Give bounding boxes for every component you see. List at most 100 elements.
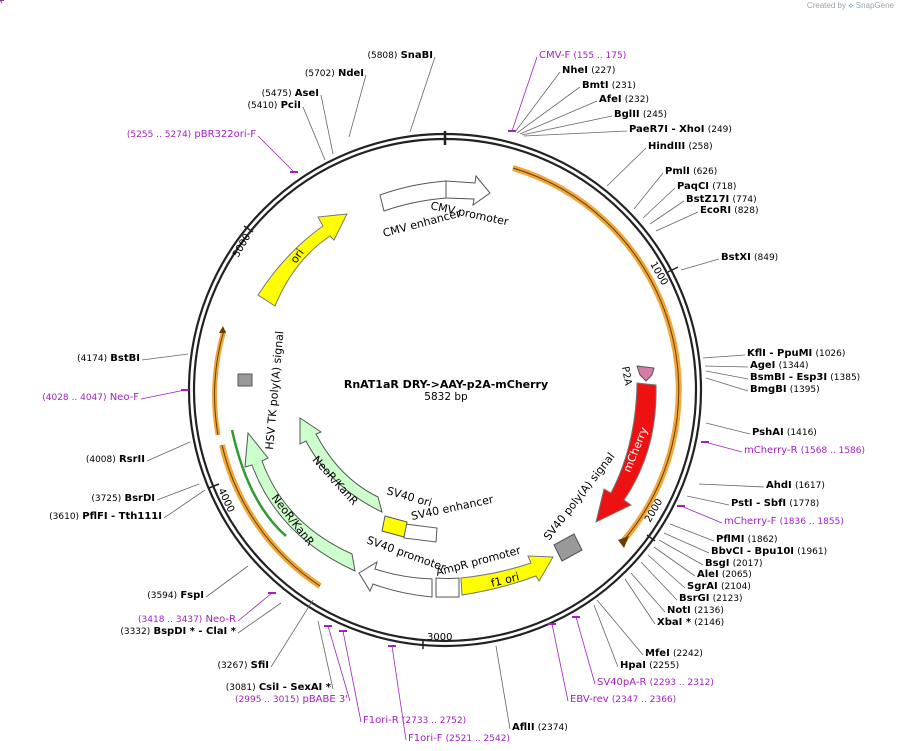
enzyme-bglii[interactable]: BglII (245) (614, 109, 667, 120)
credit-prefix: Created by (806, 1, 846, 10)
site-name: SV40pA-R (597, 677, 646, 688)
enzyme-mfei[interactable]: MfeI (2242) (645, 648, 703, 659)
site-name: SnaBI (401, 50, 433, 61)
site-position: (718) (712, 182, 736, 192)
enzyme-ecori[interactable]: EcoRI (828) (700, 205, 758, 216)
enzyme-ahdi[interactable]: AhdI (1617) (766, 480, 825, 491)
site-position: (828) (734, 206, 758, 216)
enzyme-pmli[interactable]: PmlI (626) (665, 166, 717, 177)
enzyme-bsrdi[interactable]: (3725) BsrDI (91, 493, 155, 504)
feature-neor-kanr-1[interactable]: NeoR/KanR (299, 417, 383, 513)
credit-brand: SnapGene (855, 1, 894, 10)
primer-ebv-rev[interactable]: EBV-rev (2347 .. 2366) (570, 694, 676, 705)
enzyme-sgrai[interactable]: SgrAI (2104) (687, 581, 751, 592)
feature-sv40-promoter[interactable]: SV40 promoter (358, 534, 448, 598)
site-name: BsrGI (679, 593, 709, 604)
leader-line (205, 565, 249, 598)
enzyme-fspi[interactable]: (3594) FspI (147, 590, 204, 601)
feature-ori[interactable]: ori (257, 213, 348, 307)
site-name: Neo-R (206, 614, 237, 625)
site-position: (1617) (795, 481, 825, 491)
enzyme-noti[interactable]: NotI (2136) (667, 605, 724, 616)
site-position: (2242) (673, 649, 703, 659)
feature-p2a[interactable]: P2A (619, 365, 655, 387)
enzyme-bmgbi[interactable]: BmgBI (1395) (750, 384, 820, 395)
site-name: AflII (512, 722, 535, 733)
primer-f1ori-f[interactable]: F1ori-F (2521 .. 2542) (408, 733, 510, 744)
enzyme-bstbi[interactable]: (4174) BstBI (77, 353, 140, 364)
enzyme-rsrii[interactable]: (4008) RsrII (86, 454, 145, 465)
primer-cmv-f[interactable]: CMV-F (155 .. 175) (539, 50, 626, 61)
site-position: (5808) (367, 51, 397, 61)
enzyme-paer7i-xhoi[interactable]: PaeR7I - XhoI (249) (629, 124, 732, 135)
enzyme-bsmbi-esp3i[interactable]: BsmBI - Esp3I (1385) (750, 372, 860, 383)
enzyme-nhei[interactable]: NheI (227) (562, 65, 615, 76)
enzyme-bsgi[interactable]: BsgI (2017) (705, 558, 763, 569)
feature-label-p2a: P2A (619, 366, 633, 387)
enzyme-hpai[interactable]: HpaI (2255) (620, 660, 679, 671)
enzyme-pcii[interactable]: (5410) PciI (247, 100, 301, 111)
primer-mcherry-r[interactable]: mCherry-R (1568 .. 1586) (744, 445, 865, 456)
site-position: (3332) (120, 627, 150, 637)
site-position: (3610) (49, 512, 79, 522)
site-name: SfiI (251, 660, 269, 671)
site-name: pBABE 3' (302, 694, 348, 705)
enzyme-asei[interactable]: (5475) AseI (262, 88, 319, 99)
primer-pbabe-3[interactable]: (2995 .. 3015) pBABE 3' (235, 694, 348, 705)
enzyme-pflmi[interactable]: PflMI (1862) (716, 534, 778, 545)
site-name: BsgI (705, 558, 729, 569)
enzyme-csii-sexai[interactable]: (3081) CsiI - SexAI * (226, 682, 332, 693)
leader-line (575, 616, 596, 685)
enzyme-alei[interactable]: AleI (2065) (697, 569, 752, 580)
enzyme-aflii[interactable]: AflII (2374) (512, 722, 568, 733)
leader-line (163, 489, 206, 519)
leader-line (511, 56, 538, 132)
leader-line (705, 377, 749, 392)
feature-hsv-tk-polya[interactable]: HSV TK poly(A) signal (237, 330, 286, 450)
enzyme-paqci[interactable]: PaqCI (718) (677, 181, 736, 192)
site-name: KflI - PpuMI (747, 348, 812, 359)
leader-line (237, 602, 282, 634)
site-position: (2995 .. 3015) (235, 695, 299, 705)
enzyme-pflfi-tth111i[interactable]: (3610) PflFI - Tth111I (49, 511, 162, 522)
primer-mcherry-f[interactable]: mCherry-F (1836 .. 1855) (724, 516, 844, 527)
enzyme-bstz17i[interactable]: BstZ17I (774) (686, 194, 757, 205)
primer-f1ori-r[interactable]: F1ori-R (2733 .. 2752) (363, 715, 466, 726)
site-position: (3418 .. 3437) (138, 615, 202, 625)
primer-neo-r[interactable]: (3418 .. 3437) Neo-R (138, 614, 236, 625)
primer-pbr322ori-f[interactable]: (5255 .. 5274) pBR322ori-F (127, 129, 256, 140)
enzyme-kfli-ppumi[interactable]: KflI - PpuMI (1026) (747, 348, 845, 359)
site-position: (2104) (721, 582, 751, 592)
tick-3000: 3000 (422, 632, 452, 649)
leader-line (156, 483, 200, 501)
leader-line (705, 370, 749, 380)
feature-label-sv40-ori: SV40 ori (385, 484, 433, 509)
leader-line (237, 592, 273, 622)
enzyme-pshai[interactable]: PshAI (1416) (752, 427, 817, 438)
enzyme-psti-sbfi[interactable]: PstI - SbfI (1778) (731, 498, 819, 509)
enzyme-sfii[interactable]: (3267) SfiI (218, 660, 269, 671)
orf-arc-ori-core (214, 329, 225, 436)
feature-label-neor-kanr-2: NeoR/KanR (269, 492, 317, 549)
site-name: BsmBI - Esp3I (750, 372, 827, 383)
enzyme-hindiii[interactable]: HindIII (258) (648, 141, 713, 152)
site-name: AseI (295, 88, 319, 99)
site-name: PciI (281, 100, 301, 111)
enzyme-bbvci-bpu10i[interactable]: BbvCI - Bpu10I (1961) (711, 546, 827, 557)
enzyme-xbai[interactable]: XbaI * (2146) (657, 617, 724, 628)
enzyme-bmti[interactable]: BmtI (231) (582, 80, 636, 91)
enzyme-bstxi[interactable]: BstXI (849) (721, 252, 778, 263)
enzyme-afei[interactable]: AfeI (232) (599, 94, 649, 105)
enzyme-bsrgi[interactable]: BsrGI (2123) (679, 593, 743, 604)
enzyme-snabi[interactable]: (5808) SnaBI (367, 50, 433, 61)
plasmid-size: 5832 bp (424, 391, 468, 403)
site-name: HpaI (620, 660, 646, 671)
enzyme-bspdi-clai[interactable]: (3332) BspDI * - ClaI * (120, 626, 236, 637)
enzyme-agei[interactable]: AgeI (1344) (750, 360, 809, 371)
primer-neo-f[interactable]: (4028 .. 4047) Neo-F (42, 392, 139, 403)
leader-line (663, 532, 710, 554)
leader-line (551, 623, 569, 702)
enzyme-ndei[interactable]: (5702) NdeI (305, 68, 364, 79)
site-name: XbaI * (657, 617, 692, 628)
primer-sv40pa-r[interactable]: SV40pA-R (2293 .. 2312) (597, 677, 714, 688)
